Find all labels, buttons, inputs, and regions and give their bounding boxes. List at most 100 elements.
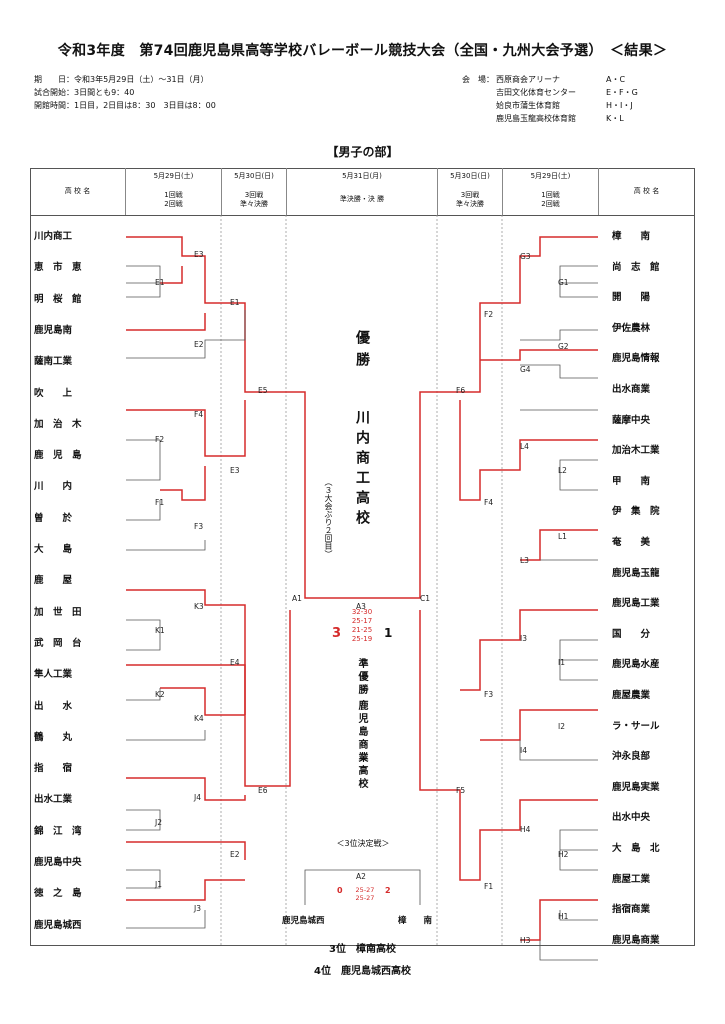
team-name: 吹 上 (34, 387, 73, 399)
path-win (419, 610, 598, 881)
date-header: 5月30日(日) (450, 172, 490, 180)
path-win (126, 400, 246, 457)
set-score: 25-19 (351, 635, 373, 643)
period-text: 期 日：令和3年5月29日（土）～31日（月） (34, 75, 209, 84)
venue-name: 西原商会アリーナ (496, 75, 560, 84)
round-label: 3回戦 (460, 191, 480, 199)
team-name: 指 宿 (34, 763, 73, 775)
match-court-label: J2 (155, 818, 162, 827)
match-court-label: E4 (230, 658, 240, 667)
final-right-sets: 1 (384, 626, 393, 640)
team-name: 鹿児島南 (34, 324, 73, 336)
team-name: 鶴 丸 (34, 731, 73, 743)
match-court-label: E5 (258, 386, 268, 395)
match-court-label: H2 (558, 850, 569, 859)
match-court-label: L2 (558, 466, 567, 475)
match-court-label: E3 (230, 466, 240, 475)
venue-name: 吉田文化体育センター (496, 88, 576, 97)
path-loss (559, 283, 598, 298)
team-name: 加 世 田 (34, 606, 82, 618)
team-name: 尚 志 館 (612, 261, 660, 273)
team-name: 川内商工 (34, 231, 73, 242)
team-name: 鹿児島玉龍 (612, 567, 660, 579)
path-loss (126, 439, 161, 481)
team-name: 国 分 (612, 628, 651, 640)
team-name: 鹿児島城西 (34, 919, 82, 931)
path-win (126, 589, 291, 787)
third-place-title: ＜3位決定戦＞ (336, 839, 390, 848)
match-court-label: I1 (558, 658, 565, 667)
match-court-label: A3 (356, 602, 366, 611)
set-score: 25-17 (351, 617, 373, 625)
date-header: 5月29日(土) (153, 172, 194, 180)
team-name: 樟 南 (612, 231, 651, 242)
column-divider (437, 168, 438, 215)
round-label: 3回戦 (244, 191, 264, 199)
round-header: 3回戦準々決勝 (222, 191, 286, 209)
team-name: 恵 市 恵 (34, 262, 82, 274)
team-name: 出水工業 (34, 794, 73, 806)
path-loss (126, 869, 161, 889)
match-court-label: F1 (484, 882, 494, 891)
team-name: 伊佐農林 (612, 322, 651, 334)
match-court-label: F3 (484, 690, 494, 699)
team-name: 加 治 木 (34, 418, 82, 430)
result-label: 3位 (329, 944, 346, 955)
match-court-label: F6 (456, 386, 466, 395)
path-loss (559, 850, 598, 871)
bracket-frame (30, 168, 695, 946)
round-header: 準決勝・決 勝 (339, 195, 385, 203)
match-court-label: H3 (520, 936, 531, 945)
third-right-sets: 2 (385, 886, 391, 895)
start-text: 試合開始：3日間とも9：40 (34, 88, 135, 97)
fourth-place-result: 4位 鹿児島城西高校 (280, 962, 445, 977)
team-name: 沖永良部 (612, 751, 651, 763)
set-score: 21-25 (351, 626, 373, 634)
venue-courts: A・C (606, 75, 626, 84)
team-name: 徳 之 島 (34, 888, 82, 900)
path-win (360, 236, 598, 599)
champion-note: （３大会ぶり２回目） (324, 478, 333, 558)
match-court-label: E2 (194, 340, 204, 349)
match-court-label: I2 (558, 722, 565, 731)
path-loss (519, 740, 598, 761)
path-loss (126, 500, 161, 521)
path-win (480, 349, 598, 361)
path-loss (126, 310, 246, 359)
team-name: 伊 集 院 (612, 506, 660, 518)
venue-name: 姶良市蒲生体育館 (496, 101, 560, 110)
team-name: 鹿 屋 (34, 575, 73, 587)
path-loss (520, 364, 598, 379)
third-scores: 25-27 25-27 (347, 886, 383, 902)
match-court-label: E1 (155, 278, 165, 287)
team-name: 鹿屋農業 (612, 690, 651, 701)
path-loss (559, 829, 598, 851)
path-win (520, 899, 598, 941)
result-school: 鹿児島城西高校 (340, 966, 411, 977)
event-info: 期 日：令和3年5月29日（土）～31日（月） 試合開始：3日間とも9：40 開… (34, 73, 216, 112)
round-label: 2回戦 (164, 200, 183, 208)
path-loss (126, 540, 206, 551)
path-loss (126, 688, 161, 701)
team-name: 指宿商業 (612, 904, 651, 916)
path-win (520, 529, 598, 561)
team-name: 出水商業 (612, 384, 651, 395)
match-court-label: F3 (194, 522, 204, 531)
set-score: 32-30 (351, 608, 373, 616)
match-court-label: H4 (520, 825, 531, 834)
column-divider (125, 168, 126, 215)
column-divider (221, 168, 222, 215)
path-win (460, 609, 598, 691)
match-court-label: I3 (520, 634, 527, 643)
match-court-label: F2 (484, 310, 494, 319)
match-court-label: K1 (155, 626, 165, 635)
path-loss (559, 470, 598, 491)
match-court-label: F4 (194, 410, 204, 419)
match-court-label: A2 (356, 872, 366, 881)
set-score: 25-27 (355, 894, 375, 902)
team-name: 薩摩中央 (612, 414, 651, 426)
match-court-label: J1 (155, 880, 162, 889)
team-name: 鹿児島中央 (34, 857, 82, 868)
